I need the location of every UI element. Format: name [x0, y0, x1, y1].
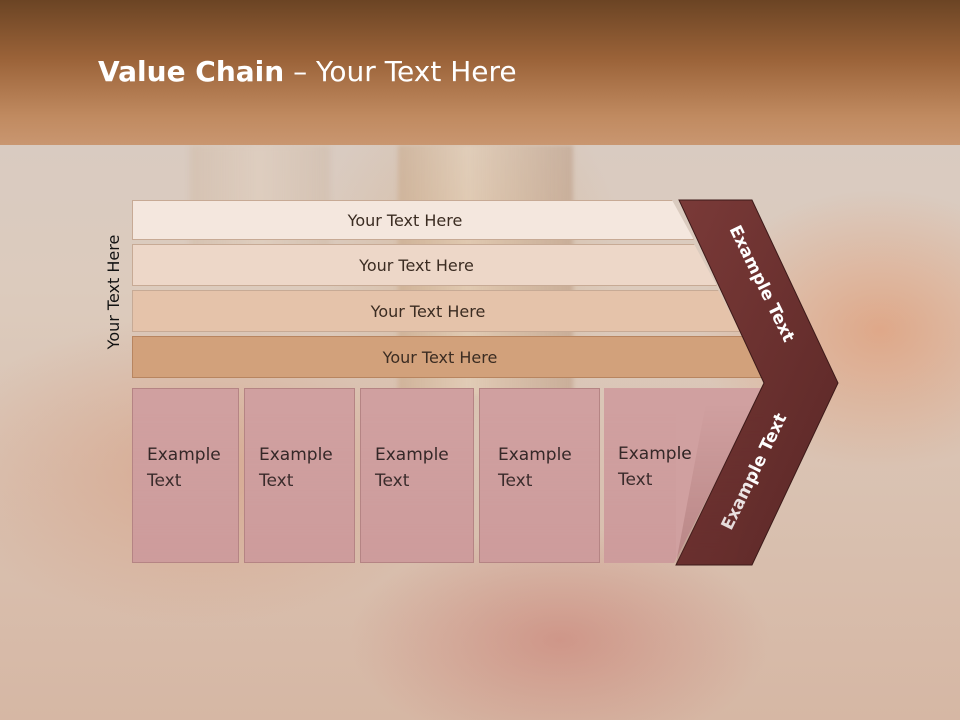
box-2-line1: Example — [259, 442, 359, 468]
chevron-shape — [675, 199, 839, 566]
box-4-line1: Example — [498, 442, 598, 468]
row-2: Your Text Here — [132, 244, 717, 286]
box-5-line2: Text — [618, 467, 718, 493]
box-1-line1: Example — [147, 442, 247, 468]
row-2-label: Your Text Here — [359, 255, 474, 275]
slide-title: Value Chain – Your Text Here — [98, 55, 517, 88]
title-rest: – Your Text Here — [284, 55, 517, 88]
row-4: Your Text Here — [132, 336, 764, 378]
header-band: Value Chain – Your Text Here — [0, 0, 960, 145]
box-1-line2: Text — [147, 468, 247, 494]
box-3-line1: Example — [375, 442, 475, 468]
reflection — [0, 403, 960, 563]
row-3: Your Text Here — [132, 290, 740, 332]
row-1-label: Your Text Here — [347, 210, 463, 230]
title-bold: Value Chain — [98, 55, 285, 88]
row-4-label: Your Text Here — [382, 347, 498, 367]
row-1: Your Text Here — [132, 200, 694, 240]
box-4-line2: Text — [498, 468, 598, 494]
box-2-line2: Text — [259, 468, 359, 494]
box-3-line2: Text — [375, 468, 475, 494]
box-5-line1: Example — [618, 441, 718, 467]
row-3-label: Your Text Here — [370, 301, 486, 321]
